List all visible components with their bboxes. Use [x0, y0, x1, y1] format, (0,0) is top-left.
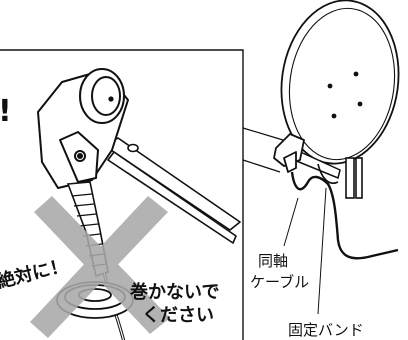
coax-leader-line	[283, 197, 299, 247]
callout-panel: !	[0, 49, 284, 340]
band-label: 固定バンド	[288, 321, 364, 339]
mast-pole	[345, 157, 363, 199]
callout-heading-fragment: !	[0, 94, 12, 129]
dish-reflector	[280, 0, 400, 165]
lnb-closeup	[37, 68, 129, 189]
warning-line-2: ください	[142, 305, 214, 326]
dish-mount-holes	[327, 71, 363, 119]
coax-label-line-2: ケーブル	[250, 273, 309, 291]
satellite-dish	[273, 0, 400, 315]
callout-frame	[0, 49, 244, 340]
warning-line-1: 巻かないで	[129, 281, 219, 303]
band-leader-line	[317, 187, 327, 315]
coax-label-line-1: 同軸	[258, 252, 288, 270]
warning-never-label: 絶対に！	[0, 254, 70, 293]
prohibition-cross	[30, 196, 170, 338]
callout-connector-top	[242, 127, 284, 141]
lnb-small	[273, 133, 305, 173]
fixing-band	[317, 163, 339, 184]
callout-connector-bottom	[242, 159, 281, 173]
coax-cable	[290, 171, 399, 260]
